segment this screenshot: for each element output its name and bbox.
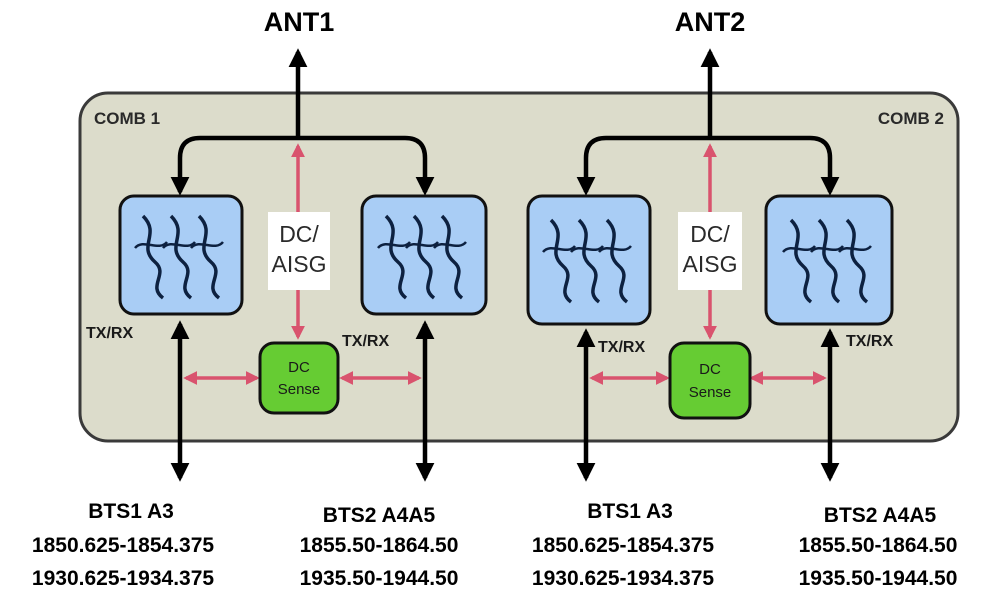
bts-tx-range: 1930.625-1934.375	[32, 567, 214, 590]
bts-label-group: BTS1 A3 1850.625-1854.375 1930.625-1934.…	[32, 500, 214, 590]
comb1-label: COMB 1	[94, 109, 160, 128]
bts-label-group: BTS2 A4A5 1855.50-1864.50 1935.50-1944.5…	[300, 504, 459, 590]
comb2-group: DC/ AISG TX/RX TX/RX DC Sense	[526, 48, 894, 482]
bts-rx-range: 1855.50-1864.50	[799, 534, 958, 557]
filter-block	[526, 194, 652, 326]
filter-block	[764, 194, 894, 326]
txrx-label: TX/RX	[86, 325, 133, 342]
dc-aisg-label-bg	[268, 212, 330, 290]
bts-label-group: BTS2 A4A5 1855.50-1864.50 1935.50-1944.5…	[799, 504, 958, 590]
dc-sense-label-1: DC	[288, 359, 310, 376]
bts-rx-range: 1855.50-1864.50	[300, 534, 459, 557]
ant2-label: ANT2	[675, 7, 746, 37]
comb1-splitter-bus	[170, 135, 435, 196]
filter-block	[360, 194, 488, 316]
dc-sense-label-2: Sense	[689, 384, 732, 401]
bts-label-group: BTS1 A3 1850.625-1854.375 1930.625-1934.…	[532, 500, 714, 590]
bts-rx-range: 1850.625-1854.375	[32, 534, 214, 557]
dc-aisg-label-1: DC/	[690, 221, 730, 247]
txrx-label: TX/RX	[598, 339, 645, 356]
bts-name: BTS2 A4A5	[824, 504, 937, 527]
dc-aisg-label-2: AISG	[272, 251, 327, 277]
bts-name: BTS2 A4A5	[323, 504, 436, 527]
ant1-label: ANT1	[264, 7, 335, 37]
dc-sense-label-1: DC	[699, 361, 721, 378]
dc-aisg-label-1: DC/	[279, 221, 319, 247]
bts-tx-range: 1935.50-1944.50	[300, 567, 459, 590]
filter-block	[118, 194, 244, 316]
comb1-group: DC/ AISG TX/RX TX/RX DC Sense	[86, 48, 488, 482]
bts-name: BTS1 A3	[88, 500, 174, 523]
bts-rx-range: 1850.625-1854.375	[532, 534, 714, 557]
bts-name: BTS1 A3	[587, 500, 673, 523]
bts-tx-range: 1935.50-1944.50	[799, 567, 958, 590]
comb2-splitter-bus	[576, 135, 840, 196]
dc-sense-label-2: Sense	[278, 381, 321, 398]
dc-aisg-label-2: AISG	[683, 251, 738, 277]
dc-aisg-label-bg	[678, 212, 742, 290]
comb2-label: COMB 2	[878, 109, 944, 128]
dc-sense-block: DC Sense	[668, 341, 752, 420]
txrx-label: TX/RX	[342, 333, 389, 350]
txrx-label: TX/RX	[846, 333, 893, 350]
bts-tx-range: 1930.625-1934.375	[532, 567, 714, 590]
dc-sense-block: DC Sense	[258, 341, 340, 415]
